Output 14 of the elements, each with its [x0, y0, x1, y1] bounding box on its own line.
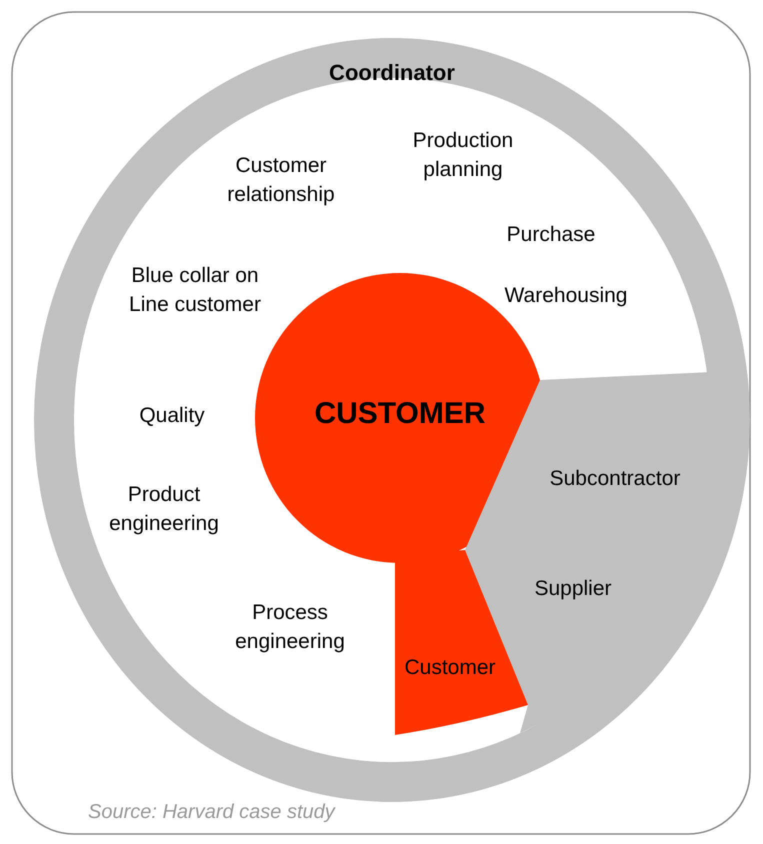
area-label: Quality	[139, 403, 205, 429]
sector-label: Subcontractor	[550, 466, 680, 492]
wedge-label: Customer	[404, 655, 496, 681]
circle-label: CUSTOMER	[314, 399, 486, 428]
area-label: Product engineering	[108, 482, 220, 537]
area-label: Process engineering	[234, 600, 346, 655]
area-label: Customer relationship	[226, 153, 336, 208]
area-label: Production planning	[412, 128, 514, 183]
area-label: Warehousing	[504, 283, 628, 309]
area-label: Blue collar on Line customer	[128, 263, 262, 318]
source-caption: Source: Harvard case study	[88, 801, 335, 824]
sector-label: Supplier	[534, 576, 612, 602]
ring-title: Coordinator	[329, 59, 455, 87]
area-label: Purchase	[506, 222, 596, 248]
